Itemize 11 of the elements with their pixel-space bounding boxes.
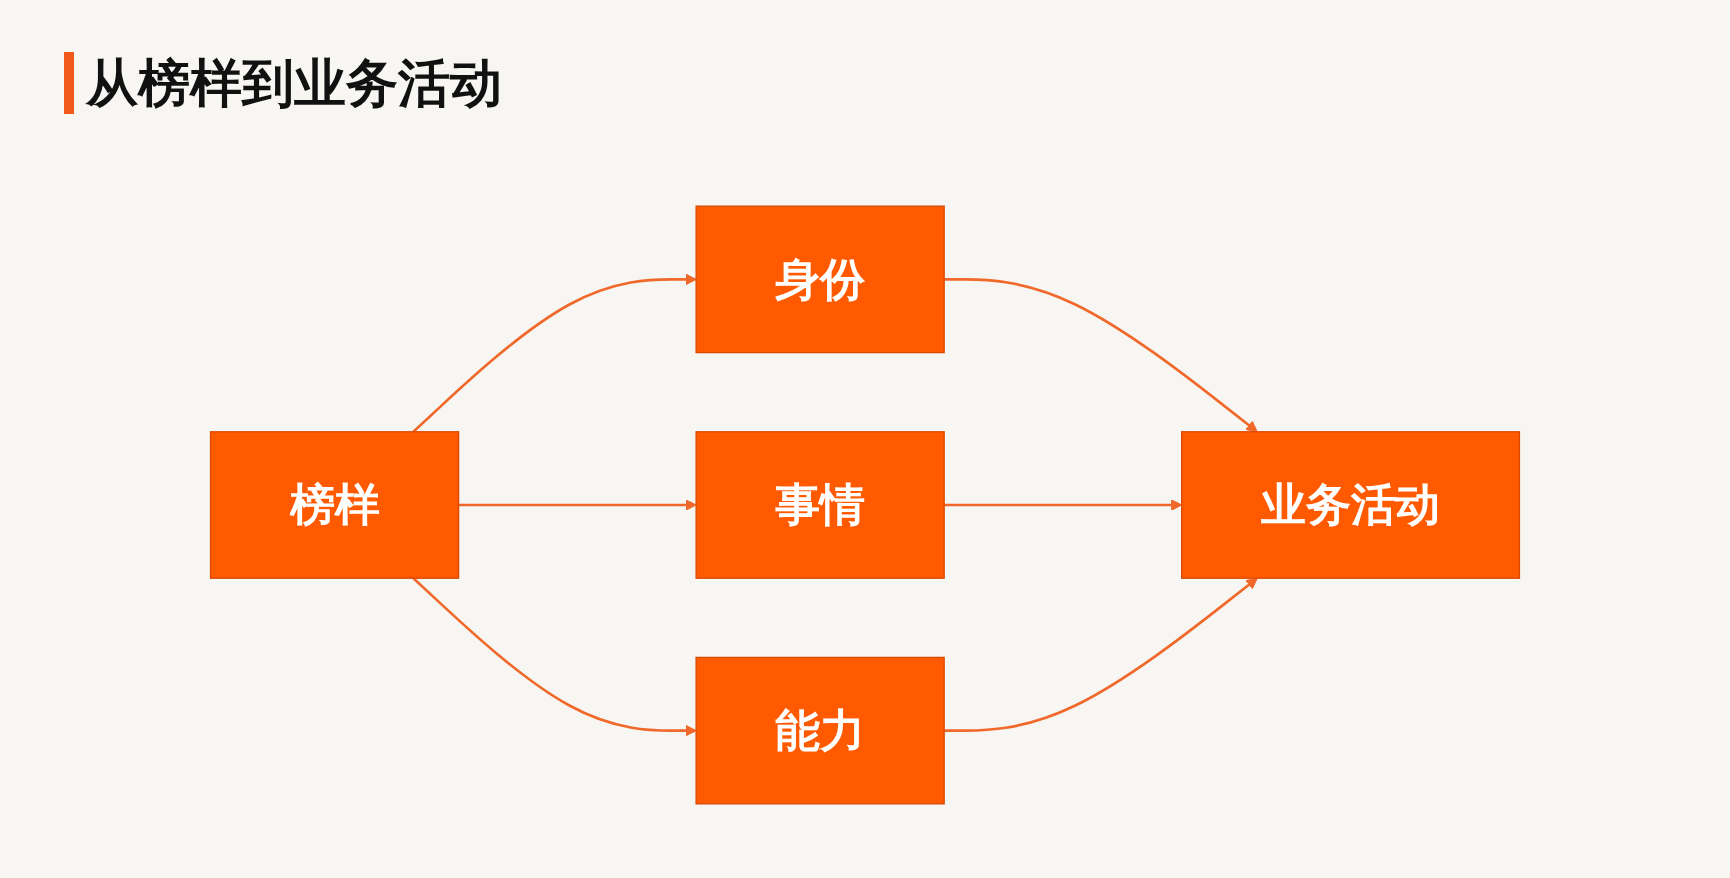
node-box: 业务活动 <box>1181 431 1521 579</box>
node-box: 榜样 <box>209 431 460 579</box>
arrow <box>944 577 1258 732</box>
arrow <box>412 577 697 737</box>
arrow <box>412 273 697 433</box>
arrow <box>944 278 1258 433</box>
node-box: 身份 <box>695 205 945 354</box>
node-box: 事情 <box>695 431 945 579</box>
title: 从榜样到业务活动 <box>64 52 502 114</box>
node-box: 能力 <box>695 656 945 805</box>
arrow <box>458 499 697 511</box>
